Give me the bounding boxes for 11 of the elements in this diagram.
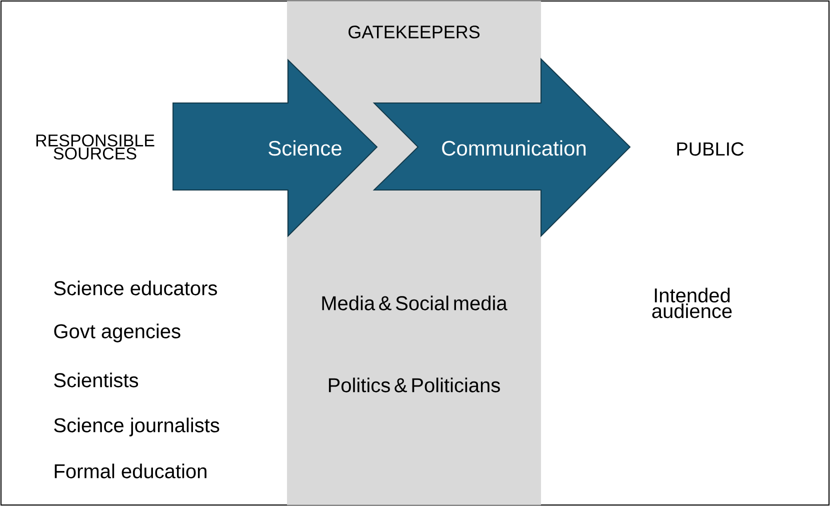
list-item: Science journalists — [54, 418, 220, 436]
band-text: Politics & Politicians — [328, 378, 500, 392]
list-item: Intended audience — [652, 288, 732, 318]
band-text: Media & Social media — [322, 296, 508, 310]
heading-text: PUBLIC — [677, 142, 744, 156]
list-item: Scientists — [54, 372, 138, 388]
heading-text: RESPONSIBLE SOURCES — [36, 134, 154, 160]
band-heading: GATEKEEPERS — [348, 26, 480, 38]
list-item: Govt agencies — [54, 324, 180, 342]
list-item: Formal education — [54, 464, 206, 478]
list-item: Science educators — [54, 280, 217, 296]
